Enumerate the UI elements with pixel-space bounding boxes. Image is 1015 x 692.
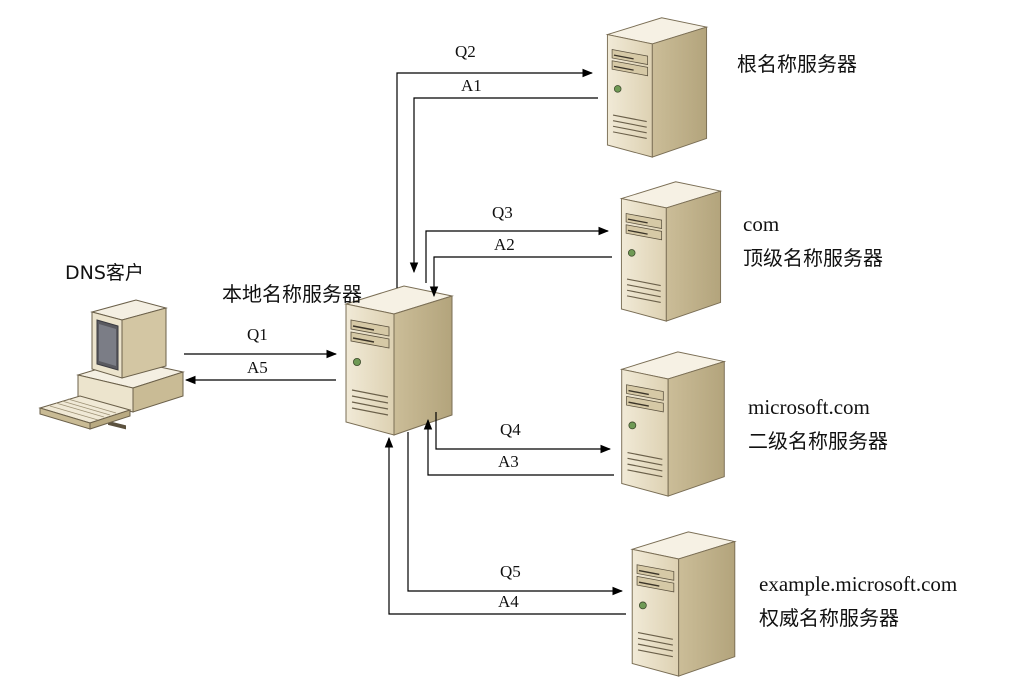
arrow-q3 [425, 226, 610, 283]
authoritative-server-icon [631, 531, 736, 677]
arrow-a4 [384, 436, 626, 615]
arrow-label-a1: A1 [461, 76, 482, 95]
client-label: DNS客户 [65, 262, 144, 284]
arrow-q5 [407, 432, 624, 596]
second-level-server-label: 二级名称服务器 [748, 429, 888, 453]
arrow-label-q1: Q1 [247, 325, 268, 344]
arrow-label-q2: Q2 [455, 42, 476, 61]
arrow-label-a5: A5 [247, 358, 268, 377]
second-level-server-icon [620, 351, 726, 497]
arrow-q2 [396, 68, 594, 288]
tld-domain: com [743, 212, 780, 236]
arrow-q4 [435, 412, 612, 454]
tld-server-label: 顶级名称服务器 [743, 246, 883, 270]
arrow-label-a4: A4 [498, 592, 519, 611]
arrow-a1 [409, 97, 598, 274]
tld-server-icon [620, 180, 722, 322]
arrow-label-q3: Q3 [492, 203, 513, 222]
authoritative-domain: example.microsoft.com [759, 572, 958, 596]
arrow-a3 [423, 418, 614, 476]
second-level-domain: microsoft.com [748, 395, 870, 419]
authoritative-server-label: 权威名称服务器 [759, 606, 899, 630]
arrow-a2 [429, 256, 612, 298]
root-server-label: 根名称服务器 [737, 52, 857, 76]
arrow-label-q5: Q5 [500, 562, 521, 581]
root-server-icon [606, 16, 708, 158]
arrow-label-q4: Q4 [500, 420, 521, 439]
arrow-label-a2: A2 [494, 235, 515, 254]
client-computer-icon [38, 299, 185, 430]
arrow-label-a3: A3 [498, 452, 519, 471]
local-server-label: 本地名称服务器 [222, 282, 362, 306]
